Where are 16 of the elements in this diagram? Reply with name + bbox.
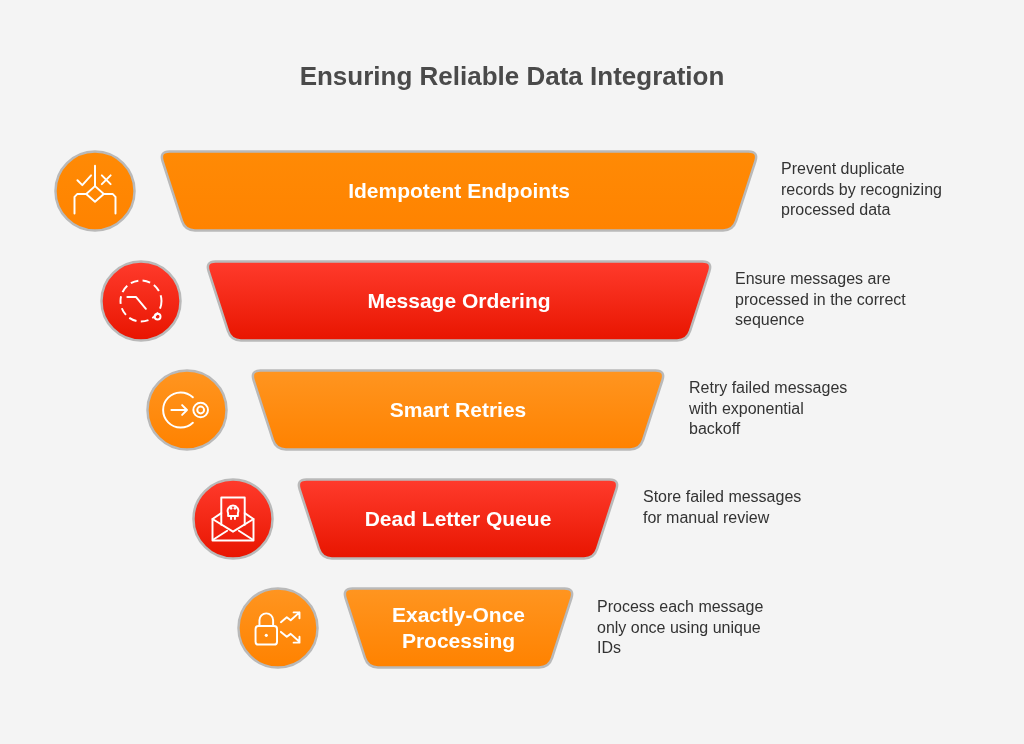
segment-label: Idempotent Endpoints — [348, 178, 570, 204]
funnel-segment — [249, 369, 667, 451]
description-text: Prevent duplicate records by recognizing processed data — [781, 159, 943, 220]
description-text: Retry failed messages with exponential backoff — [689, 378, 849, 439]
funnel-segment — [158, 150, 760, 232]
funnel-segment — [341, 587, 576, 669]
segment-label: Message Ordering — [367, 288, 551, 314]
description-text: Process each message only once using unique IDs — [597, 597, 765, 658]
funnel-segment — [204, 260, 714, 342]
segment-label: Exactly-Once Processing — [390, 602, 527, 654]
segment-label: Smart Retries — [389, 397, 527, 423]
segment-label: Dead Letter Queue — [364, 506, 552, 532]
diagram-title: Ensuring Reliable Data Integration — [298, 61, 726, 92]
description-text: Ensure messages are processed in the correct sequence — [735, 269, 907, 330]
funnel-segment — [295, 478, 621, 560]
description-text: Store failed messages for manual review — [643, 487, 803, 528]
